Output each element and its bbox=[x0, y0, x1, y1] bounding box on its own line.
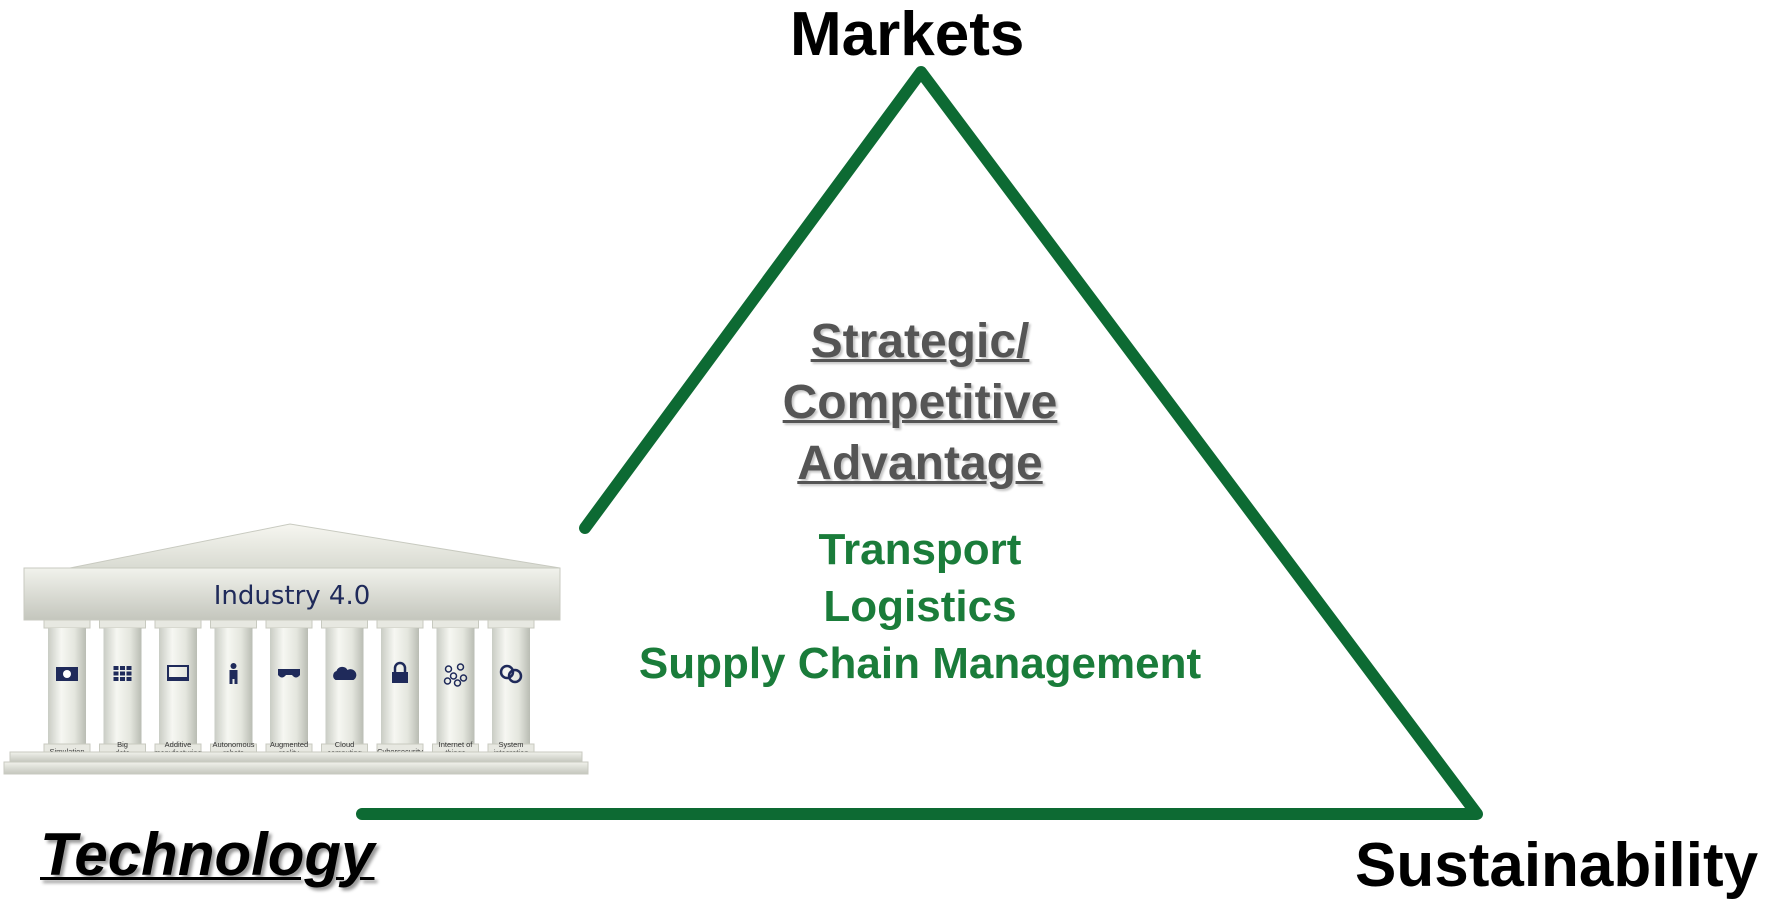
robot-icon bbox=[229, 663, 238, 684]
temple-base-step bbox=[3, 761, 589, 775]
heading-line: Advantage bbox=[797, 437, 1043, 490]
heading-line: Competitive bbox=[782, 376, 1058, 429]
temple-pillar: Cloudcomputing bbox=[321, 619, 368, 757]
topic-transport: Transport bbox=[818, 525, 1022, 574]
technology-label: Technology bbox=[40, 821, 375, 888]
printer-icon bbox=[167, 665, 189, 681]
temple-pillar: Cybersecurity bbox=[376, 619, 424, 756]
topics-list: Transport Logistics Supply Chain Managem… bbox=[580, 528, 1260, 699]
temple-base-step bbox=[9, 751, 583, 763]
temple-title: Industry 4.0 bbox=[214, 581, 371, 611]
cloud-icon bbox=[333, 666, 357, 680]
heading-line: Strategic/ bbox=[810, 315, 1030, 368]
strategic-advantage-heading: Strategic/ Competitive Advantage bbox=[580, 318, 1260, 501]
markets-label: Markets bbox=[790, 0, 1025, 69]
temple-pillar: Autonomousrobots bbox=[210, 619, 257, 757]
linked-rings-icon bbox=[499, 664, 523, 684]
temple-pillar: Simulation bbox=[43, 619, 91, 756]
industry-4-temple: Industry 4.0 SimulationBigdataAdditivema… bbox=[3, 523, 589, 775]
vr-goggles-icon bbox=[278, 669, 300, 678]
sustainability-label: Sustainability bbox=[1355, 831, 1759, 900]
temple-pillar: Systemintegration bbox=[487, 619, 535, 757]
data-grid-icon bbox=[113, 666, 132, 681]
topic-supply-chain: Supply Chain Management bbox=[638, 639, 1202, 688]
network-nodes-icon bbox=[443, 663, 468, 687]
temple-pillar: Augmentedreality bbox=[265, 619, 313, 757]
padlock-icon bbox=[392, 661, 408, 683]
temple-pillar: Additivemanufacturing bbox=[154, 619, 202, 757]
temple-pediment bbox=[69, 523, 561, 569]
temple-pillar: Bigdata bbox=[99, 619, 146, 757]
triangle-left-edge bbox=[356, 66, 1483, 820]
topic-logistics: Logistics bbox=[823, 582, 1017, 631]
film-icon bbox=[56, 667, 78, 681]
temple-pillar: Internet ofthings bbox=[432, 619, 479, 757]
